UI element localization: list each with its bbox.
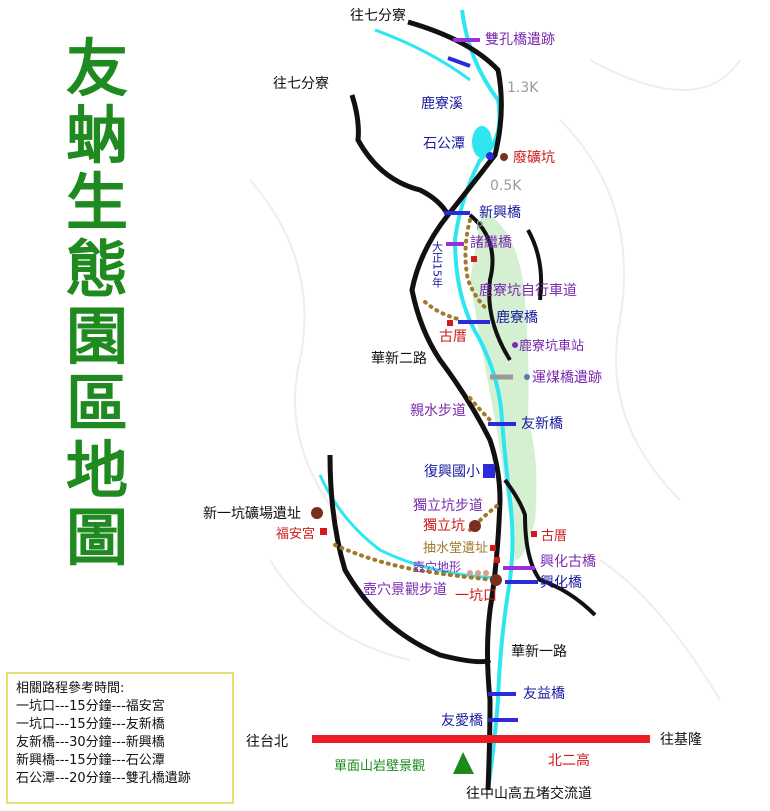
label-shuangkong-bridge: 雙孔橋遺跡 (485, 32, 555, 48)
travel-time-legend: 相關路程參考時間: 一坑口---15分鐘---福安宮 一坑口---15分鐘---… (6, 672, 234, 804)
label-to-qifenliao-left: 往七分寮 (273, 75, 329, 92)
title-char-4: 態 (66, 233, 128, 306)
label-luliao-bridge: 鹿寮橋 (496, 309, 538, 326)
label-to-keelung: 往基隆 (660, 731, 702, 748)
legend-row: 一坑口---15分鐘---友新橋 (16, 717, 165, 732)
fuxing-school-marker (483, 464, 495, 478)
pothole-dot-3 (483, 570, 489, 576)
label-yikeng-mouth: 一坑口 (455, 588, 497, 604)
label-xinyi-mine: 新一坑礦場遺址 (203, 505, 301, 522)
legend-row: 友新橋---30分鐘---新興橋 (16, 735, 165, 750)
river-branch-top (374, 28, 471, 82)
label-potholes: 壺穴地形 (413, 559, 461, 574)
luliao-station-marker (512, 342, 518, 348)
road-right-branch (468, 213, 512, 362)
title-char-3: 生 (66, 166, 128, 239)
old-house-1-square (447, 320, 453, 326)
title-char-6: 區 (66, 367, 128, 440)
title-char-7: 地 (66, 434, 128, 507)
label-youyi-bridge: 友益橋 (523, 686, 565, 702)
title-char-8: 圖 (66, 501, 128, 574)
north-2nd-highway-line (312, 735, 650, 743)
map-labels: 往七分寮 往七分寮 雙孔橋遺跡 1.3K 鹿寮溪 石公潭 廢礦坑 0.5K 新興… (203, 7, 702, 802)
label-duli-trail: 獨立坑步道 (413, 498, 483, 514)
title-char-2: 蚋 (66, 99, 128, 172)
label-xinghua-bridge: 興化橋 (540, 575, 582, 591)
pothole-dot-1 (467, 570, 473, 576)
label-to-wudu: 往中山高五堵交流道 (466, 785, 592, 802)
label-water-trail: 親水步道 (410, 403, 466, 419)
label-old-house-1: 古厝 (439, 329, 467, 345)
label-dazheng: 大正15年 (431, 240, 444, 288)
trails (333, 218, 500, 582)
label-pothole-trail: 壺穴景觀步道 (363, 582, 447, 598)
coal-bridge-marker (524, 374, 530, 380)
label-shigong-pool: 石公潭 (423, 135, 465, 152)
label-youai-bridge: 友愛橋 (441, 713, 483, 729)
map-title: 友 蚋 生 態 園 區 地 圖 (66, 32, 128, 574)
legend-row: 一坑口---15分鐘---福安宮 (16, 699, 165, 714)
label-duli-mine: 獨立坑 (423, 518, 465, 534)
yikeng-mouth-marker (490, 574, 502, 586)
road-left-lower (327, 454, 492, 665)
road-right-lower (503, 478, 597, 617)
terrain-background (249, 59, 741, 701)
label-xinghua-old-bridge: 興化古橋 (540, 554, 596, 570)
label-bike-path: 鹿寮坑自行車道 (479, 282, 577, 299)
label-cliff-view: 單面山岩壁景觀 (334, 759, 425, 774)
legend-row: 石公潭---20分鐘---雙孔橋遺跡 (16, 771, 191, 786)
shuangkong-bridge-road (447, 56, 471, 68)
label-fuan-temple: 福安宮 (276, 526, 315, 542)
label-north-2nd-highway: 北二高 (548, 752, 590, 769)
label-to-qifenliao-top: 往七分寮 (350, 7, 406, 24)
green-zone (470, 210, 537, 560)
title-char-1: 友 (66, 32, 128, 105)
shigong-pool-water (472, 126, 492, 158)
label-to-taipei: 往台北 (246, 734, 288, 750)
zhuxian-bridge-square (471, 256, 477, 262)
xinyi-mine-marker (311, 507, 323, 519)
river-branch-left (318, 474, 501, 580)
label-pumping-house: 抽水堂遺址 (423, 541, 488, 556)
legend-row: 新興橋---15分鐘---石公潭 (16, 753, 165, 768)
label-dist-05k: 0.5K (490, 178, 522, 194)
label-huaxin-2nd-road: 華新二路 (371, 351, 427, 367)
cliff-view-triangle (453, 752, 474, 774)
legend-title: 相關路程參考時間: (16, 681, 125, 696)
main-road (407, 19, 504, 791)
label-old-house-2: 古厝 (541, 529, 567, 544)
old-house-2-marker (531, 531, 537, 537)
label-xinxing-bridge: 新興橋 (479, 205, 521, 221)
label-parking: P (476, 219, 483, 233)
road-to-qifenliao-left (349, 94, 451, 217)
title-char-5: 園 (66, 300, 128, 373)
label-coal-bridge: 運煤橋遺跡 (532, 370, 602, 386)
xinghua-old-bridge-marker (494, 557, 500, 563)
pumping-house-marker (490, 545, 496, 551)
shigong-pool-marker (486, 152, 494, 160)
label-dist-13k: 1.3K (507, 80, 539, 96)
fuan-temple-marker (320, 528, 327, 535)
road-right-upper (526, 229, 544, 301)
bridges (444, 38, 538, 722)
label-zhuxian-bridge: 諸繼橋 (470, 235, 512, 251)
label-fuxing-school: 復興國小 (424, 463, 480, 480)
label-youxin-bridge: 友新橋 (521, 416, 563, 432)
label-luliao-creek: 鹿寮溪 (421, 95, 463, 112)
pothole-dot-2 (475, 570, 481, 576)
abandoned-mine-marker (500, 153, 508, 161)
label-abandoned-mine: 廢礦坑 (513, 149, 555, 166)
label-huaxin-1st-road: 華新一路 (511, 644, 567, 660)
duli-mine-marker (469, 520, 481, 532)
label-luliao-station: 鹿寮坑車站 (519, 338, 584, 354)
